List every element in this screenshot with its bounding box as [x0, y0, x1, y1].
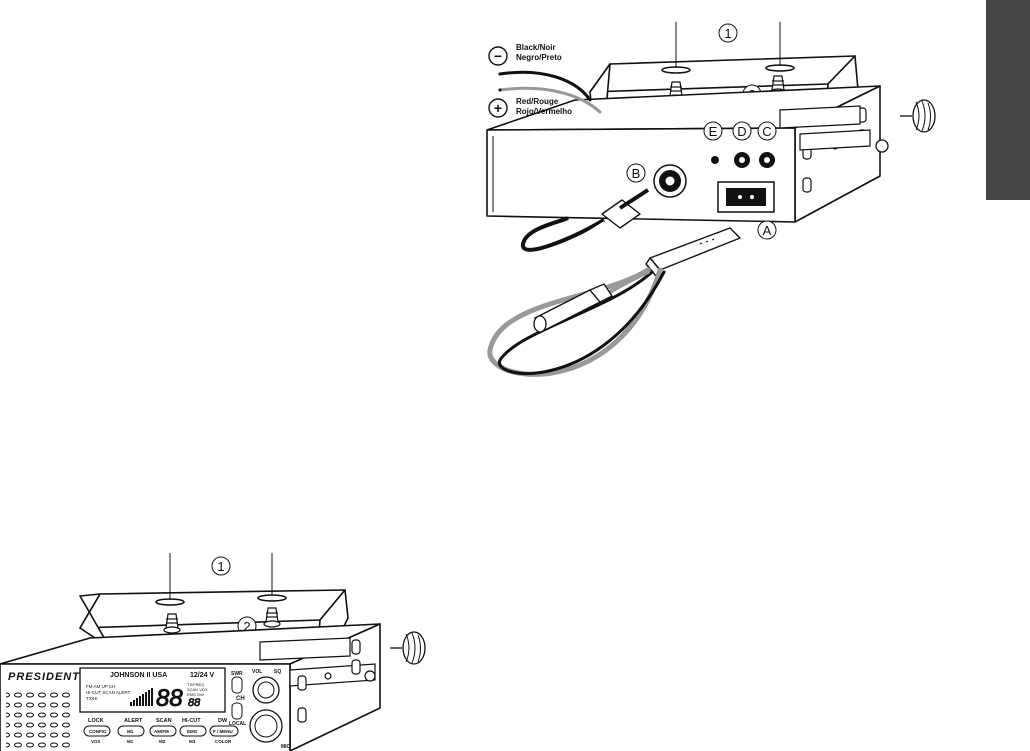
btn-sub-1: M1: [127, 739, 134, 744]
speaker-grille: [6, 692, 74, 748]
power-wires: [490, 270, 664, 374]
mic-label: MIC: [281, 744, 291, 750]
mount-knob: [876, 100, 935, 152]
btn-top-0: LOCK: [88, 718, 104, 724]
red-label-1: Red/Rouge: [516, 97, 559, 106]
brand-logo: PRESIDENT: [8, 671, 80, 683]
conn-b-label: B: [632, 166, 641, 181]
mount-knob-2: [390, 632, 425, 664]
btn-top-4: DW: [218, 718, 228, 724]
ch-label: CH: [236, 696, 245, 702]
negative-icon: −: [494, 48, 502, 64]
channel-digits: 88: [156, 685, 183, 712]
black-label-2: Negro/Preto: [516, 53, 562, 62]
btn-face-0: CONFIG: [89, 729, 107, 734]
btn-face-4: F / MENU: [213, 729, 233, 734]
btn-sub-2: M2: [159, 739, 166, 744]
swr-label: SWR: [231, 671, 243, 677]
mounting-diagram: 1 2 2: [0, 553, 425, 751]
conn-a-label: A: [763, 223, 772, 238]
positive-terminal: + Red/Rouge Rojo/Vermelho: [489, 97, 572, 117]
channel-digits-small: 88: [188, 697, 201, 709]
lcd-display: JOHNSON II USA 12/24 V FM AM UP CH HI-CU…: [80, 668, 225, 712]
voltage-label: 12/24 V: [190, 672, 214, 679]
conn-e-label: E: [709, 124, 718, 139]
black-label-1: Black/Noir: [516, 43, 556, 52]
btn-top-2: SCAN: [156, 718, 172, 724]
btn-top-1: ALERT: [124, 718, 143, 724]
btn-sub-0: VOX: [91, 739, 101, 744]
vol-label: VOL: [252, 669, 262, 675]
mount-callout-1-label: 1: [217, 559, 224, 574]
btn-top-3: HI-CUT: [182, 718, 201, 724]
lcd-small-3: TX/HI: [86, 696, 98, 701]
btn-sub-3: M3: [189, 739, 196, 744]
conn-c-label: C: [762, 124, 771, 139]
negative-terminal: − Black/Noir Negro/Preto: [489, 43, 562, 65]
lcd-right-3: EMG DW: [187, 692, 204, 697]
lcd-small-1: FM AM UP CH: [86, 684, 115, 689]
lcd-small-2: HI-CUT SCAN ALERT: [86, 690, 131, 695]
btn-sub-4: COLOR: [215, 739, 232, 744]
positive-icon: +: [494, 100, 502, 116]
model-name: JOHNSON II USA: [110, 672, 167, 679]
btn-face-2: AM/FM: [154, 729, 169, 734]
btn-face-1: M1: [127, 729, 134, 734]
connection-diagram: 1 2 2: [487, 22, 935, 374]
conn-d-label: D: [737, 124, 746, 139]
red-label-2: Rojo/Vermelho: [516, 107, 572, 116]
callout-1-label: 1: [724, 26, 731, 41]
btn-face-3: EMG: [187, 729, 198, 734]
sq-label: SQ: [274, 669, 281, 675]
